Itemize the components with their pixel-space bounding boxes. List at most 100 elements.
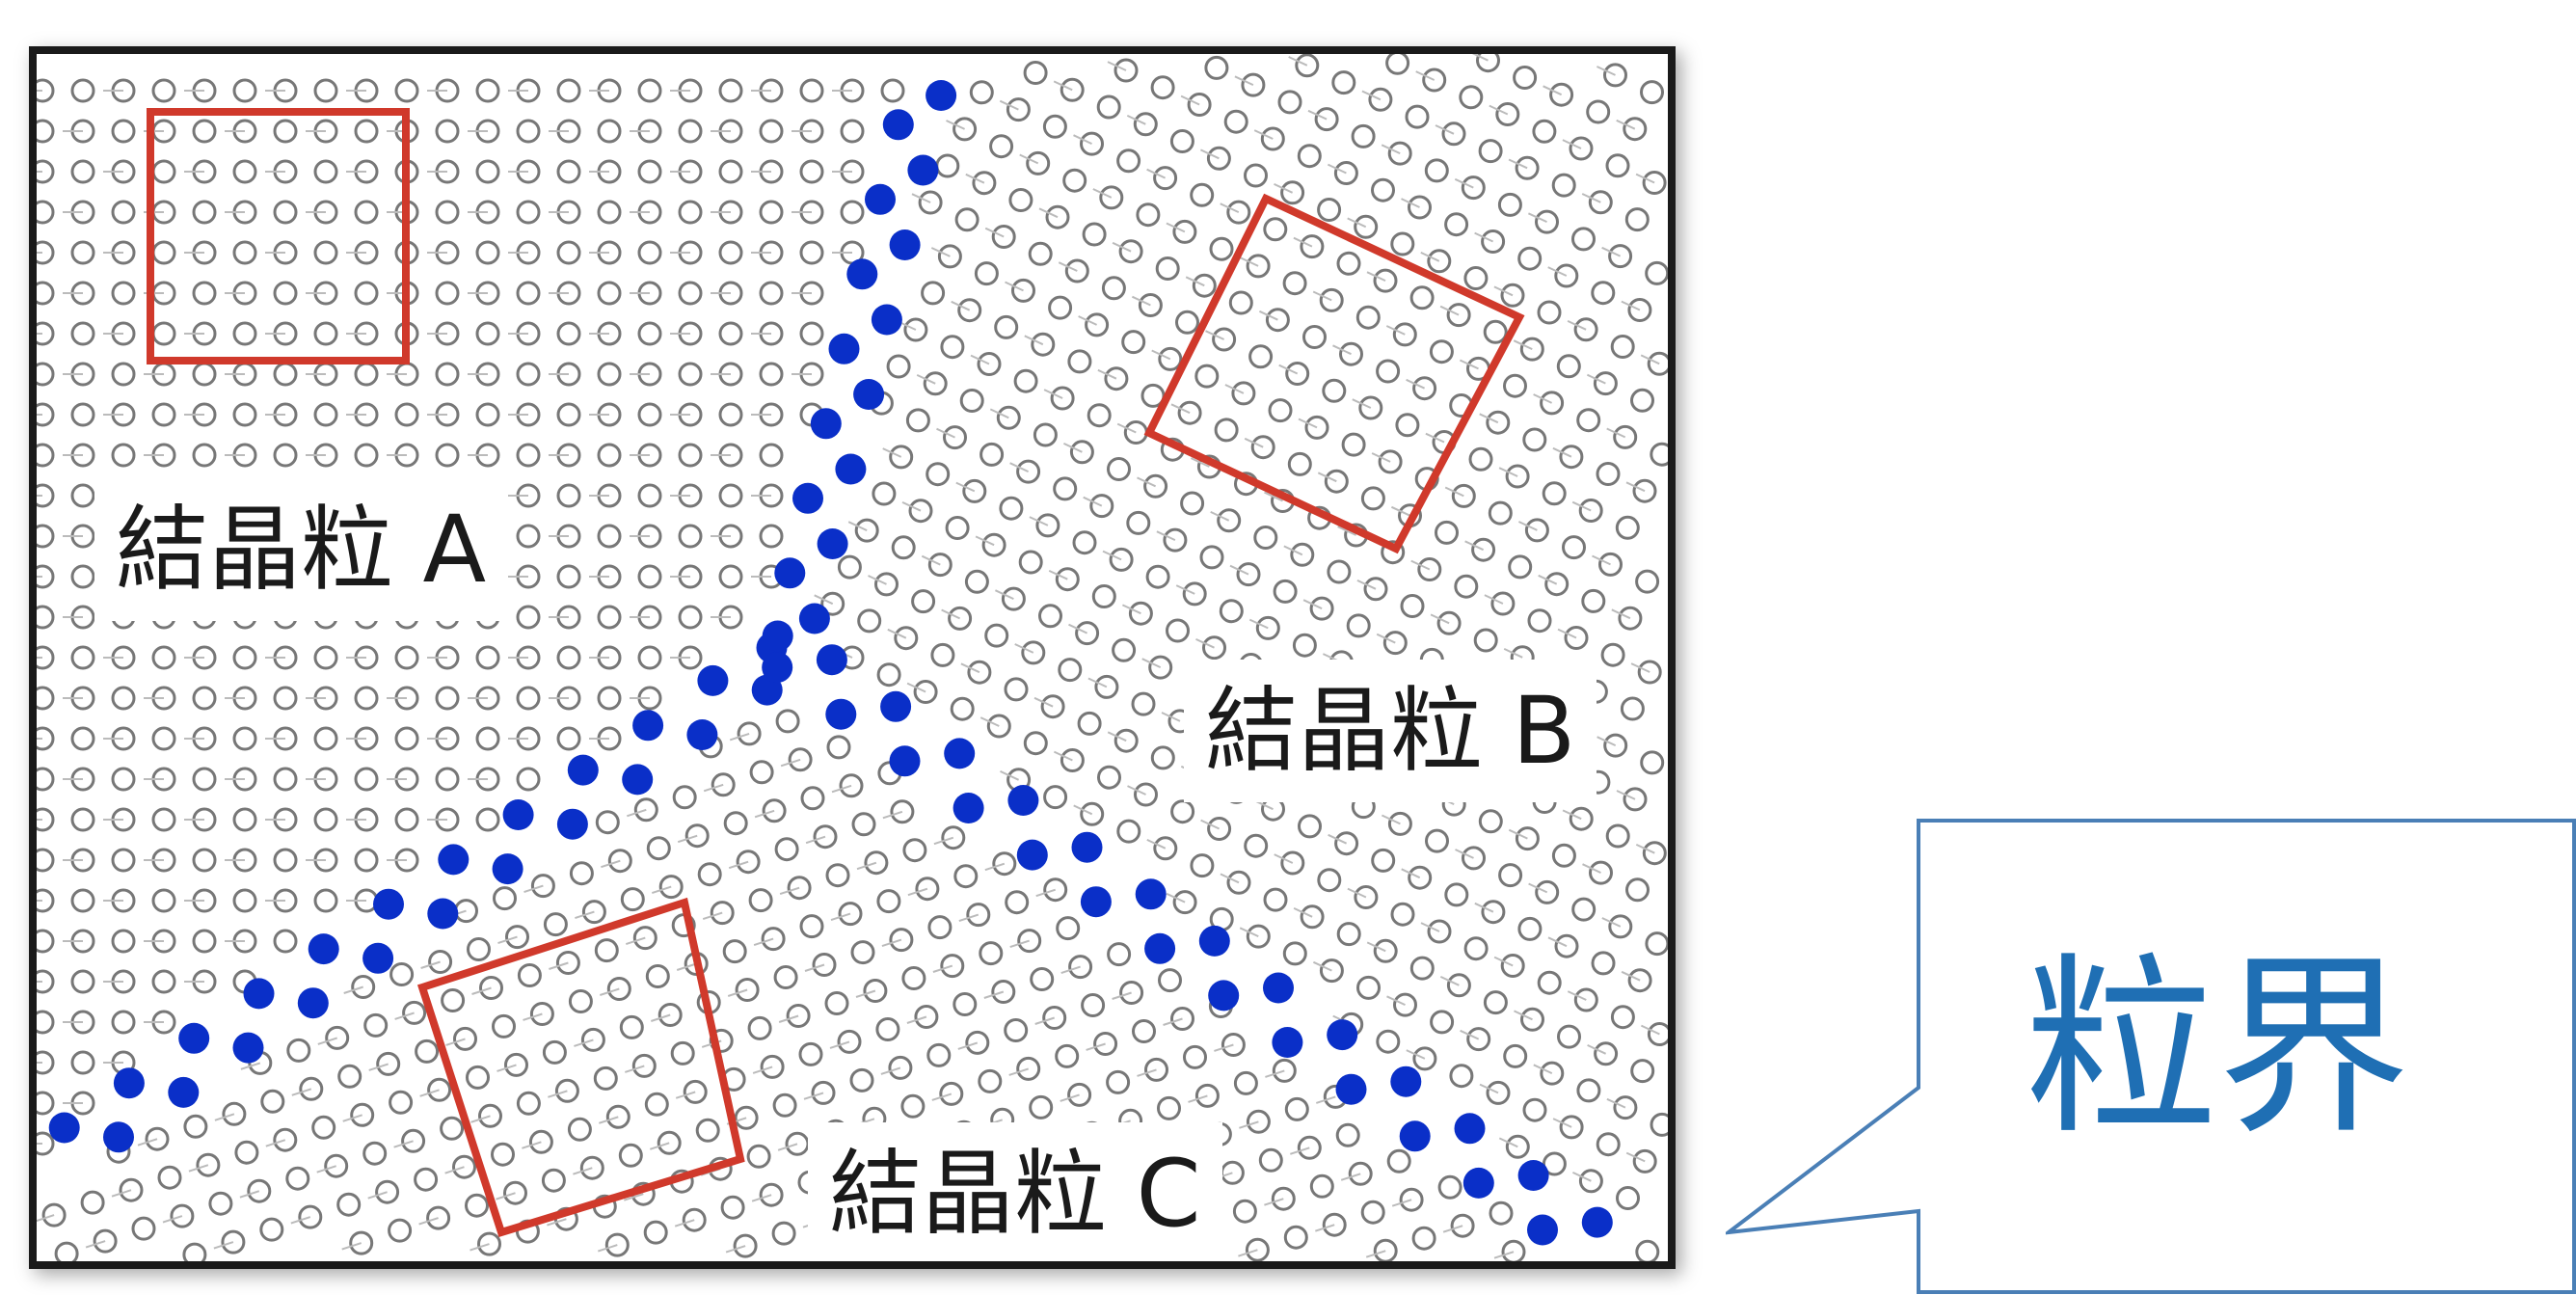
- lattice-bond: [951, 300, 971, 311]
- boundary-atom: [297, 987, 329, 1019]
- lattice-atom: [1158, 968, 1182, 993]
- lattice-atom: [475, 240, 500, 265]
- lattice-bond: [1000, 769, 1020, 781]
- lattice-bond: [1298, 418, 1318, 429]
- lattice-bond: [984, 227, 1005, 238]
- lattice-bond: [547, 1218, 567, 1227]
- lattice-atom: [1284, 1096, 1309, 1121]
- lattice-bond: [1406, 1049, 1426, 1060]
- lattice-atom: [1463, 936, 1489, 961]
- lattice-atom: [722, 939, 747, 964]
- lattice-atom: [759, 119, 784, 144]
- lattice-atom: [1386, 1148, 1411, 1174]
- lattice-atom: [1317, 868, 1342, 893]
- lattice-bond: [1126, 114, 1146, 125]
- lattice-atom: [597, 362, 622, 387]
- lattice-atom: [232, 888, 257, 913]
- boundary-atom: [1390, 1066, 1422, 1097]
- lattice-atom: [394, 78, 419, 103]
- lattice-atom: [718, 402, 743, 427]
- lattice-bond: [855, 989, 876, 998]
- lattice-atom: [1355, 305, 1381, 330]
- lattice-atom: [1596, 462, 1621, 486]
- lattice-bond: [881, 938, 902, 948]
- lattice-bond: [1038, 207, 1059, 219]
- lattice-bond: [1444, 486, 1464, 498]
- lattice-atom: [620, 887, 645, 912]
- boundary-atom: [243, 978, 275, 1010]
- lattice-atom: [354, 200, 379, 225]
- lattice-atom: [37, 969, 55, 994]
- lattice-atom: [1175, 310, 1199, 335]
- boundary-atom: [632, 710, 664, 742]
- lattice-atom: [467, 937, 491, 961]
- lattice-atom: [1228, 290, 1253, 315]
- lattice-bond: [1185, 276, 1205, 287]
- lattice-atom: [1576, 408, 1601, 433]
- lattice-atom: [313, 888, 338, 913]
- lattice-bond: [1410, 559, 1431, 571]
- lattice-atom: [37, 443, 55, 468]
- lattice-bond: [1127, 785, 1146, 796]
- lattice-bond: [1479, 413, 1499, 424]
- lattice-bond: [574, 1039, 594, 1047]
- lattice-bond: [1635, 173, 1655, 184]
- lattice-bond: [111, 1189, 132, 1198]
- lattice-atom: [1302, 325, 1327, 349]
- lattice-atom: [192, 443, 217, 468]
- lattice-atom: [273, 200, 298, 225]
- boundary-atom: [1016, 839, 1048, 871]
- lattice-bond: [1439, 975, 1460, 986]
- lattice-bond: [1420, 251, 1440, 262]
- lattice-bond: [856, 861, 877, 871]
- lattice-atom: [996, 405, 1021, 430]
- boundary-atom: [427, 898, 459, 930]
- lattice-bond: [1035, 888, 1057, 898]
- lattice-atom: [131, 1216, 156, 1241]
- lattice-atom: [1263, 887, 1288, 912]
- lattice-atom: [1018, 550, 1043, 575]
- lattice-atom: [1190, 853, 1215, 878]
- lattice-atom: [1204, 55, 1229, 80]
- lattice-bond: [1471, 54, 1489, 62]
- lattice-bond: [1337, 526, 1357, 536]
- lattice-bond: [1244, 437, 1264, 448]
- lattice-bond: [1498, 467, 1518, 477]
- lattice-bond: [1060, 965, 1081, 975]
- lattice-atom: [1435, 520, 1459, 545]
- lattice-bond: [523, 1012, 543, 1021]
- lattice-atom: [718, 483, 743, 508]
- lattice-bond: [419, 1089, 440, 1097]
- lattice-atom: [475, 321, 500, 346]
- lattice-atom: [1596, 1132, 1621, 1157]
- lattice-atom: [1424, 158, 1449, 183]
- lattice-bond: [1258, 310, 1278, 321]
- lattice-atom: [1121, 330, 1146, 355]
- lattice-atom: [618, 1143, 643, 1168]
- lattice-atom: [1373, 1238, 1398, 1261]
- lattice-atom: [151, 807, 176, 832]
- lattice-atom: [556, 78, 581, 103]
- lattice-atom: [70, 159, 95, 184]
- lattice-bond: [1024, 335, 1044, 346]
- lattice-bond: [1053, 750, 1073, 762]
- lattice-atom: [1101, 276, 1126, 301]
- lattice-bond: [1464, 540, 1485, 552]
- lattice-atom: [1650, 442, 1668, 467]
- lattice-atom: [111, 119, 136, 144]
- lattice-atom: [900, 1093, 926, 1119]
- lattice-atom: [1645, 260, 1668, 285]
- lattice-atom: [926, 462, 951, 487]
- lattice-atom: [394, 645, 419, 670]
- lattice-atom: [556, 564, 581, 589]
- lattice-atom: [991, 980, 1016, 1004]
- lattice-atom: [313, 78, 338, 103]
- lattice-atom: [678, 200, 703, 225]
- lattice-atom: [354, 362, 379, 387]
- lattice-bond: [214, 1113, 235, 1121]
- lattice-atom: [111, 848, 136, 873]
- lattice-atom: [1336, 251, 1361, 276]
- lattice-bond: [1538, 574, 1558, 585]
- lattice-bond: [814, 594, 834, 606]
- lattice-atom: [986, 714, 1011, 739]
